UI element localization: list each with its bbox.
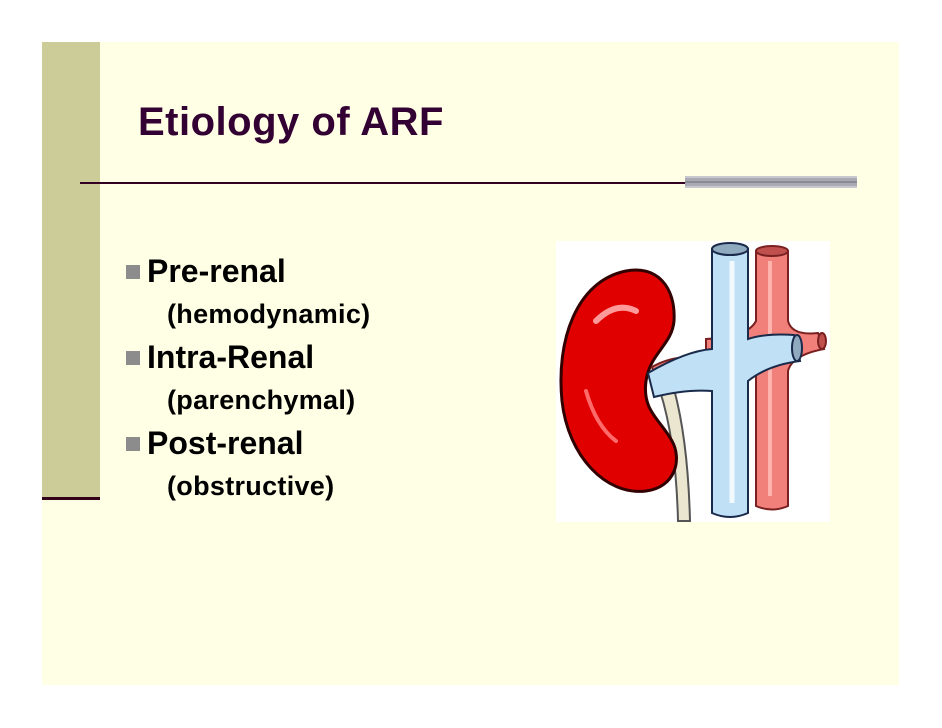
left-decorative-band (42, 42, 100, 497)
slide: Etiology of ARF Pre-renal (hemodynamic) … (42, 42, 899, 685)
bullet-sublabel: (obstructive) (167, 471, 335, 501)
vein-icon (646, 242, 803, 518)
bullet-label: Intra-Renal (147, 339, 315, 375)
bullet-item-pre-renal: Pre-renal (hemodynamic) (126, 250, 370, 336)
bullet-label: Post-renal (147, 425, 304, 461)
kidney-illustration (556, 241, 830, 522)
kidney-icon (559, 268, 678, 493)
left-accent-line (42, 497, 100, 500)
bullet-label: Pre-renal (147, 253, 286, 289)
bullet-item-intra-renal: Intra-Renal (parenchymal) (126, 336, 370, 422)
slide-title: Etiology of ARF (138, 100, 444, 144)
title-divider (80, 182, 685, 184)
square-bullet-icon (126, 265, 140, 279)
bullet-item-post-renal: Post-renal (obstructive) (126, 422, 370, 508)
bullet-sublabel: (hemodynamic) (167, 299, 371, 329)
square-bullet-icon (126, 437, 140, 451)
bullet-sublabel: (parenchymal) (167, 385, 356, 415)
title-divider-accent (685, 176, 857, 188)
bullet-list: Pre-renal (hemodynamic) Intra-Renal (par… (126, 250, 370, 508)
square-bullet-icon (126, 351, 140, 365)
